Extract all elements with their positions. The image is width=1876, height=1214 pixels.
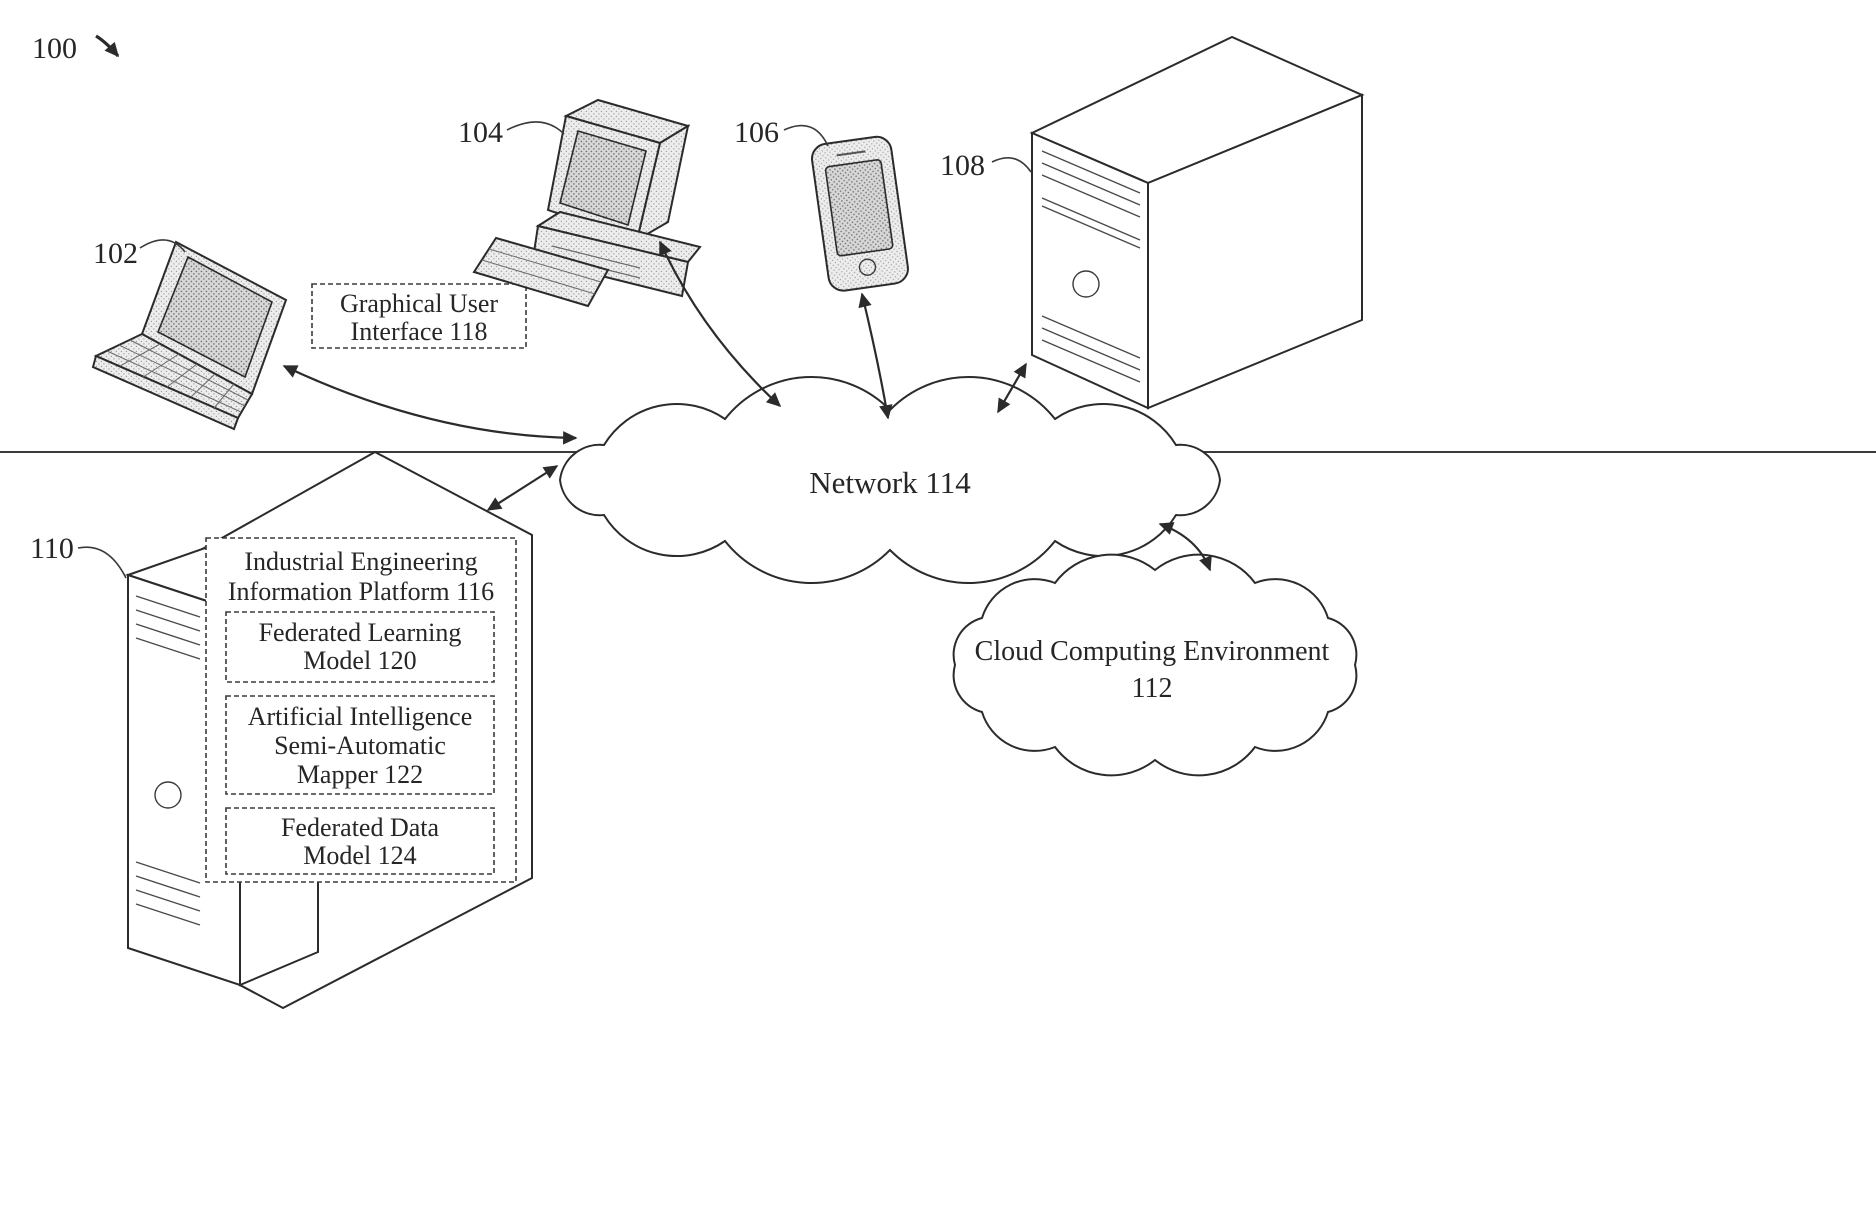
arrow-server-network <box>997 362 1027 414</box>
network-cloud: Network 114 <box>558 376 1222 584</box>
federated-learning-line2: Model 120 <box>303 646 416 675</box>
figure-pointer-icon <box>95 34 120 58</box>
network-cloud-shape <box>558 376 1222 584</box>
server-platform-power-button <box>154 781 182 809</box>
ai-mapper-line2: Semi-Automatic <box>274 731 446 760</box>
server-remote-front-face <box>1031 131 1149 410</box>
mobile-speaker <box>836 150 866 157</box>
gui-box <box>311 283 527 349</box>
federated-learning-line1: Federated Learning <box>259 618 462 647</box>
mobile-home-button <box>858 258 877 276</box>
laptop-leader-line <box>139 239 186 253</box>
ai-mapper-line3: Mapper 122 <box>297 760 423 789</box>
arrow-network-cloudenv <box>1158 522 1212 572</box>
server-remote: 108 <box>940 35 1365 410</box>
cloud-env-label-line1: Cloud Computing Environment <box>975 636 1330 667</box>
desktop-client: 104 <box>458 98 702 308</box>
cloud-env-label-line2: 112 <box>1132 673 1173 704</box>
figure-ref-100: 100 <box>32 32 120 65</box>
federated-data-line2: Model 124 <box>303 841 416 870</box>
desktop-keyboard <box>472 236 610 308</box>
arrow-desktop-network <box>658 240 782 408</box>
cloud-env-shape <box>952 553 1358 777</box>
platform-title-line2: Information Platform 116 <box>228 577 494 606</box>
server-platform-leader-line <box>77 546 127 579</box>
gui-callout: Graphical User Interface 118 <box>311 283 527 349</box>
federated-data-line1: Federated Data <box>281 813 440 842</box>
gui-label-line1: Graphical User <box>340 289 498 318</box>
mobile-client <box>811 135 909 292</box>
platform-title-line1: Industrial Engineering <box>244 547 477 576</box>
desktop-keyboard-lines <box>481 248 602 295</box>
laptop-keyboard-lines <box>106 339 249 413</box>
platform-module-stack: Industrial Engineering Information Platf… <box>205 537 517 883</box>
federated-learning-model-box <box>225 611 495 683</box>
server-remote-vents-top <box>1041 150 1141 249</box>
server-platform-vents-top <box>135 595 201 660</box>
cloud-computing-environment: Cloud Computing Environment 112 <box>952 553 1358 777</box>
server-remote-leader-line <box>991 156 1032 173</box>
arrow-platform-network <box>486 465 559 511</box>
laptop-base-front <box>91 354 240 431</box>
gui-label-line2: Interface 118 <box>351 317 488 346</box>
server-platform-ref-label: 110 <box>30 532 74 565</box>
arrow-laptop-network <box>282 365 578 445</box>
desktop-ref-label: 104 <box>458 116 503 149</box>
mobile-ref-label: 106 <box>734 116 779 149</box>
federated-data-model-box <box>225 807 495 875</box>
server-remote-vents-bottom <box>1041 315 1141 383</box>
laptop-client: 102 <box>91 237 288 431</box>
server-remote-ref-label: 108 <box>940 149 985 182</box>
server-platform-vents-bottom <box>135 861 201 926</box>
ai-semi-automatic-mapper-box <box>225 695 495 795</box>
ai-mapper-line1: Artificial Intelligence <box>248 702 473 731</box>
desktop-leader-line <box>506 121 565 135</box>
laptop-screen <box>156 255 273 379</box>
figure-ref-label: 100 <box>32 32 77 65</box>
platform-host: 110 Industrial Engineering Information P… <box>30 450 533 1010</box>
connection-arrows <box>282 240 1212 572</box>
desktop-screen <box>559 129 647 227</box>
mobile-leader-line <box>783 124 829 147</box>
network-label: Network 114 <box>809 465 971 500</box>
arrow-mobile-network <box>858 292 893 420</box>
server-remote-power-button <box>1072 270 1100 298</box>
mobile-screen <box>824 159 894 257</box>
laptop-ref-label: 102 <box>93 237 138 270</box>
